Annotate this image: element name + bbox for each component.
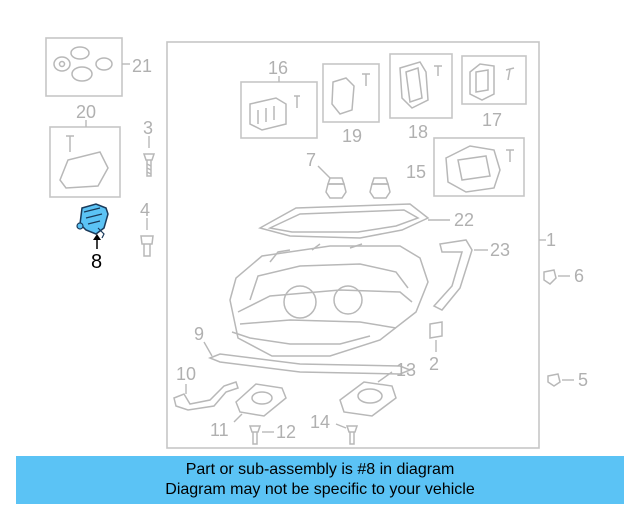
- part-3-screw: [142, 136, 156, 177]
- part-20-box: [49, 120, 121, 198]
- callout-3: 3: [143, 118, 153, 138]
- callout-12: 12: [276, 422, 296, 442]
- callout-18: 18: [408, 122, 428, 142]
- callout-9: 9: [194, 324, 204, 344]
- part-21-box: [45, 37, 130, 97]
- callout-1: 1: [546, 230, 556, 250]
- callout-4: 4: [140, 200, 150, 220]
- part-16-box: [240, 76, 318, 139]
- part-8-highlighted: [76, 203, 109, 249]
- callout-19: 19: [342, 126, 362, 146]
- callout-11: 11: [210, 420, 229, 440]
- part-15-box: [433, 137, 525, 197]
- banner-line-disclaimer: Diagram may not be specific to your vehi…: [165, 481, 475, 498]
- banner-line-part-number: Part or sub-assembly is #8 in diagram: [185, 461, 455, 478]
- headlamp-body: [229, 243, 429, 357]
- callout-17: 17: [482, 110, 502, 130]
- callout-16: 16: [268, 58, 288, 78]
- part-19-box: [322, 63, 380, 123]
- callout-10: 10: [176, 364, 196, 384]
- callout-14: 14: [310, 412, 330, 432]
- part-7-bulb-caps: [317, 165, 391, 199]
- part-2-bracket: [429, 321, 443, 352]
- part-4-clip: [140, 218, 154, 257]
- part-5-clip: [547, 373, 574, 387]
- headlamp-assembly-box: [166, 41, 540, 449]
- callout-15: 15: [406, 162, 426, 182]
- callout-21: 21: [132, 56, 152, 76]
- part-23-side-trim: [432, 239, 488, 311]
- callout-6: 6: [574, 266, 584, 286]
- callout-23: 23: [490, 240, 510, 260]
- callout-2: 2: [429, 354, 439, 374]
- part-9-lower-strip: [203, 341, 413, 375]
- callout-7: 7: [306, 150, 316, 170]
- part-12-bolt: [248, 425, 274, 445]
- callout-20: 20: [76, 102, 96, 122]
- callout-13: 13: [396, 360, 416, 380]
- part-18-box: [389, 53, 453, 119]
- callout-22: 22: [454, 210, 474, 230]
- callout-5: 5: [578, 370, 588, 390]
- callout-8: 8: [91, 251, 102, 273]
- part-17-box: [461, 55, 527, 105]
- part-6-clip: [543, 269, 570, 285]
- part-10-bracket: [173, 381, 239, 411]
- part-13-module: [339, 371, 397, 417]
- part-11-module: [233, 383, 287, 423]
- info-banner: Part or sub-assembly is #8 in diagram Di…: [16, 456, 624, 504]
- part-22-trim: [258, 203, 450, 239]
- part-14-bolt: [335, 423, 359, 445]
